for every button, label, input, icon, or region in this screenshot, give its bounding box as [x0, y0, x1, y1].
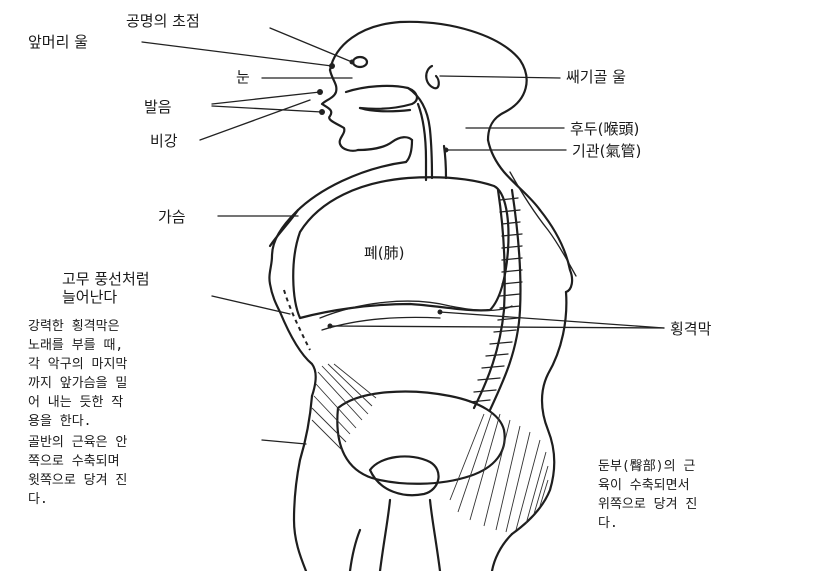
note-buttock: 둔부(臀部)의 근 육이 수축되면서 위쪽으로 당겨 진 다. [598, 459, 705, 531]
label-balloon-line-2: 늘어난다 [62, 288, 117, 306]
label-balloon: 고무 풍선처럼 늘어난다 [62, 270, 154, 306]
label-focus: 공명의 초점 [126, 12, 200, 30]
label-trachea: 기관(氣管) [572, 142, 641, 160]
label-diaphragm: 횡격막 [670, 320, 712, 338]
label-eye: 눈 [236, 68, 250, 86]
label-pronunciation: 발음 [144, 98, 172, 116]
leader-lines [142, 28, 664, 444]
label-larynx: 후두(喉頭) [570, 120, 639, 138]
label-lung: 폐(肺) [364, 244, 405, 262]
label-occiput: 쌔기골 울 [566, 68, 626, 86]
label-nasal-cavity: 비강 [150, 132, 178, 150]
internal-structures [293, 57, 520, 571]
note-diaphragm: 강력한 횡격막은 노래를 부를 때, 각 악구의 마지막 까지 앞가슴을 밀 어… [28, 319, 135, 429]
label-balloon-line-1: 고무 풍선처럼 [62, 270, 150, 288]
label-forehead: 앞머리 울 [28, 33, 88, 51]
note-pelvis: 골반의 근육은 안 쪽으로 수축되며 윗쪽으로 당겨 진 다. [28, 435, 135, 507]
label-chest: 가슴 [158, 208, 186, 226]
abdominal-muscle-hatch [312, 364, 376, 450]
